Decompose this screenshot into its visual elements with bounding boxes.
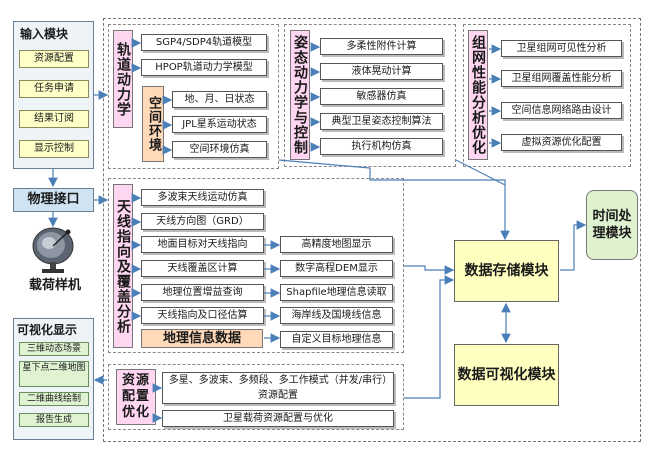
system-frame — [103, 18, 641, 442]
antenna-item-coverage-calc[interactable]: 天线覆盖区计算 — [141, 260, 264, 277]
physical-interface-box: 物理接口 — [13, 188, 94, 212]
network-item-coverage[interactable]: 卫星组网覆盖性能分析 — [501, 70, 622, 87]
input-item-task-request[interactable]: 任务申请 — [19, 80, 89, 98]
network-item-routing[interactable]: 空间信息网络路由设计 — [501, 102, 622, 119]
antenna-region — [108, 178, 404, 353]
vis-item-3d-scene[interactable]: 三维动态场景 — [19, 342, 89, 356]
space-env-title: 空间环境 — [142, 86, 164, 162]
antenna-item-target-pointing[interactable]: 地面目标对天线指向 — [141, 236, 264, 253]
orbit-item-hpop[interactable]: HPOP轨道动力学模型 — [141, 59, 267, 76]
network-analysis-region — [463, 24, 631, 167]
attitude-item-flexible[interactable]: 多柔性附件计算 — [320, 38, 443, 55]
input-item-resource-config[interactable]: 资源配置 — [19, 50, 89, 68]
antenna-item-aperture[interactable]: 天线指向及口径估算 — [141, 307, 264, 324]
attitude-item-sensor[interactable]: 敏感器仿真 — [320, 88, 443, 105]
network-item-virtual-resource[interactable]: 虚拟资源优化配置 — [501, 134, 622, 151]
orbit-item-sgp4[interactable]: SGP4/SDP4轨道模型 — [141, 34, 267, 51]
orbit-dynamics-region — [108, 24, 279, 169]
attitude-item-control-algo[interactable]: 典型卫星姿态控制算法 — [320, 113, 443, 130]
resource-config-region — [108, 364, 404, 430]
visualization-display-title: 可视化显示 — [17, 323, 78, 337]
input-item-display-control[interactable]: 显示控制 — [19, 140, 89, 158]
satellite-dish-icon — [24, 226, 82, 274]
geo-item-dem[interactable]: 数字高程DEM显示 — [280, 260, 393, 277]
attitude-dynamics-region — [284, 24, 456, 167]
input-module-panel: 输入模块 资源配置 任务申请 结果订阅 显示控制 — [13, 21, 94, 169]
orbit-dynamics-title: 轨道动力学 — [113, 30, 133, 128]
geo-item-shapefile[interactable]: Shapfile地理信息读取 — [280, 284, 393, 301]
input-item-result-subscribe[interactable]: 结果订阅 — [19, 110, 89, 128]
antenna-item-gain-query[interactable]: 地理位置增益查询 — [141, 284, 264, 301]
vis-item-2d-map[interactable]: 星下点二维地图 — [19, 361, 89, 387]
data-storage-module[interactable]: 数据存储模块 — [454, 240, 559, 302]
data-visualization-module[interactable]: 数据可视化模块 — [454, 344, 559, 406]
geo-item-hd-map[interactable]: 高精度地图显示 — [280, 236, 393, 253]
geo-data-title: 地理信息数据 — [141, 329, 263, 348]
payload-label: 载荷样机 — [28, 278, 81, 293]
space-env-item-jpl[interactable]: JPL星系运动状态 — [172, 116, 267, 133]
antenna-item-pattern[interactable]: 天线方向图（GRD） — [141, 213, 264, 230]
input-module-title: 输入模块 — [20, 27, 69, 41]
attitude-item-slosh[interactable]: 液体晃动计算 — [320, 63, 443, 80]
resource-item-payload-opt[interactable]: 卫星载荷资源配置与优化 — [162, 410, 394, 427]
resource-config-title: 资源配置优化 — [116, 369, 156, 425]
visualization-display-panel: 可视化显示 三维动态场景 星下点二维地图 二维曲线绘制 报告生成 — [13, 318, 94, 440]
network-item-visibility[interactable]: 卫星组网可见性分析 — [501, 40, 622, 57]
attitude-item-actuator[interactable]: 执行机构仿真 — [320, 138, 443, 155]
network-analysis-title: 组网性能分析优化 — [468, 30, 488, 160]
attitude-dynamics-title: 姿态动力学与控制 — [290, 30, 310, 160]
geo-item-coastline[interactable]: 海岸线及国境线信息 — [280, 307, 393, 324]
vis-item-report[interactable]: 报告生成 — [19, 413, 89, 427]
time-processing-module[interactable]: 时间处理模块 — [586, 190, 638, 260]
space-env-item-sim[interactable]: 空间环境仿真 — [172, 141, 267, 158]
vis-item-2d-curve[interactable]: 二维曲线绘制 — [19, 392, 89, 406]
geo-item-custom-target[interactable]: 自定义目标地理信息 — [280, 331, 393, 348]
resource-item-multi-config[interactable]: 多星、多波束、多频段、多工作模式（并发/串行）资源配置 — [162, 372, 394, 404]
antenna-item-multibeam[interactable]: 多波束天线运动仿真 — [141, 189, 264, 206]
space-env-item-sun-moon[interactable]: 地、月、日状态 — [172, 91, 267, 108]
physical-interface-label: 物理接口 — [27, 192, 80, 207]
